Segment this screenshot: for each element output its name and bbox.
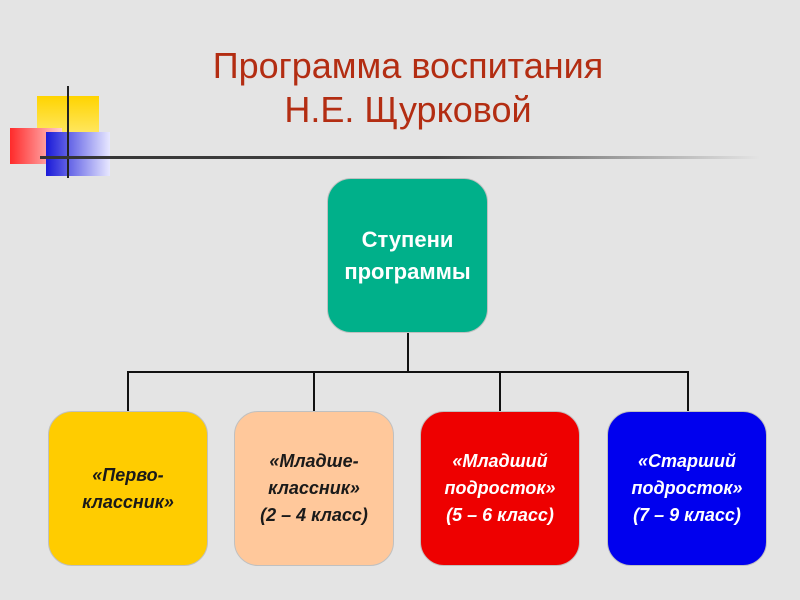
stage-node-younger-teen: «Младший подросток» (5 – 6 класс) bbox=[420, 411, 580, 566]
stage-node-older-teen: «Старший подросток» (7 – 9 класс) bbox=[607, 411, 767, 566]
connector-to-stage-2 bbox=[313, 371, 315, 411]
connector-root-down bbox=[407, 333, 409, 372]
root-node-program-stages: Ступени программы bbox=[327, 178, 488, 333]
connector-horizontal-bus bbox=[127, 371, 689, 373]
stage-node-label: «Младший подросток» (5 – 6 класс) bbox=[444, 451, 556, 525]
stage-node-label: «Старший подросток» (7 – 9 класс) bbox=[631, 451, 743, 525]
slide-title: Программа воспитания Н.Е. Щурковой bbox=[212, 45, 604, 130]
stage-node-label: «Младше- классник» (2 – 4 класс) bbox=[260, 451, 368, 525]
root-node-label: Ступени программы bbox=[344, 226, 471, 284]
decor-vertical-line bbox=[67, 86, 69, 178]
stage-node-junior-schooler: «Младше- классник» (2 – 4 класс) bbox=[234, 411, 394, 566]
decor-blue-square bbox=[46, 132, 110, 176]
connector-to-stage-1 bbox=[127, 371, 129, 411]
connector-to-stage-4 bbox=[687, 371, 689, 411]
decor-horizontal-rule bbox=[40, 156, 760, 159]
connector-to-stage-3 bbox=[499, 371, 501, 411]
stage-node-first-grader: «Перво- классник» bbox=[48, 411, 208, 566]
stage-node-label: «Перво- классник» bbox=[82, 464, 174, 512]
